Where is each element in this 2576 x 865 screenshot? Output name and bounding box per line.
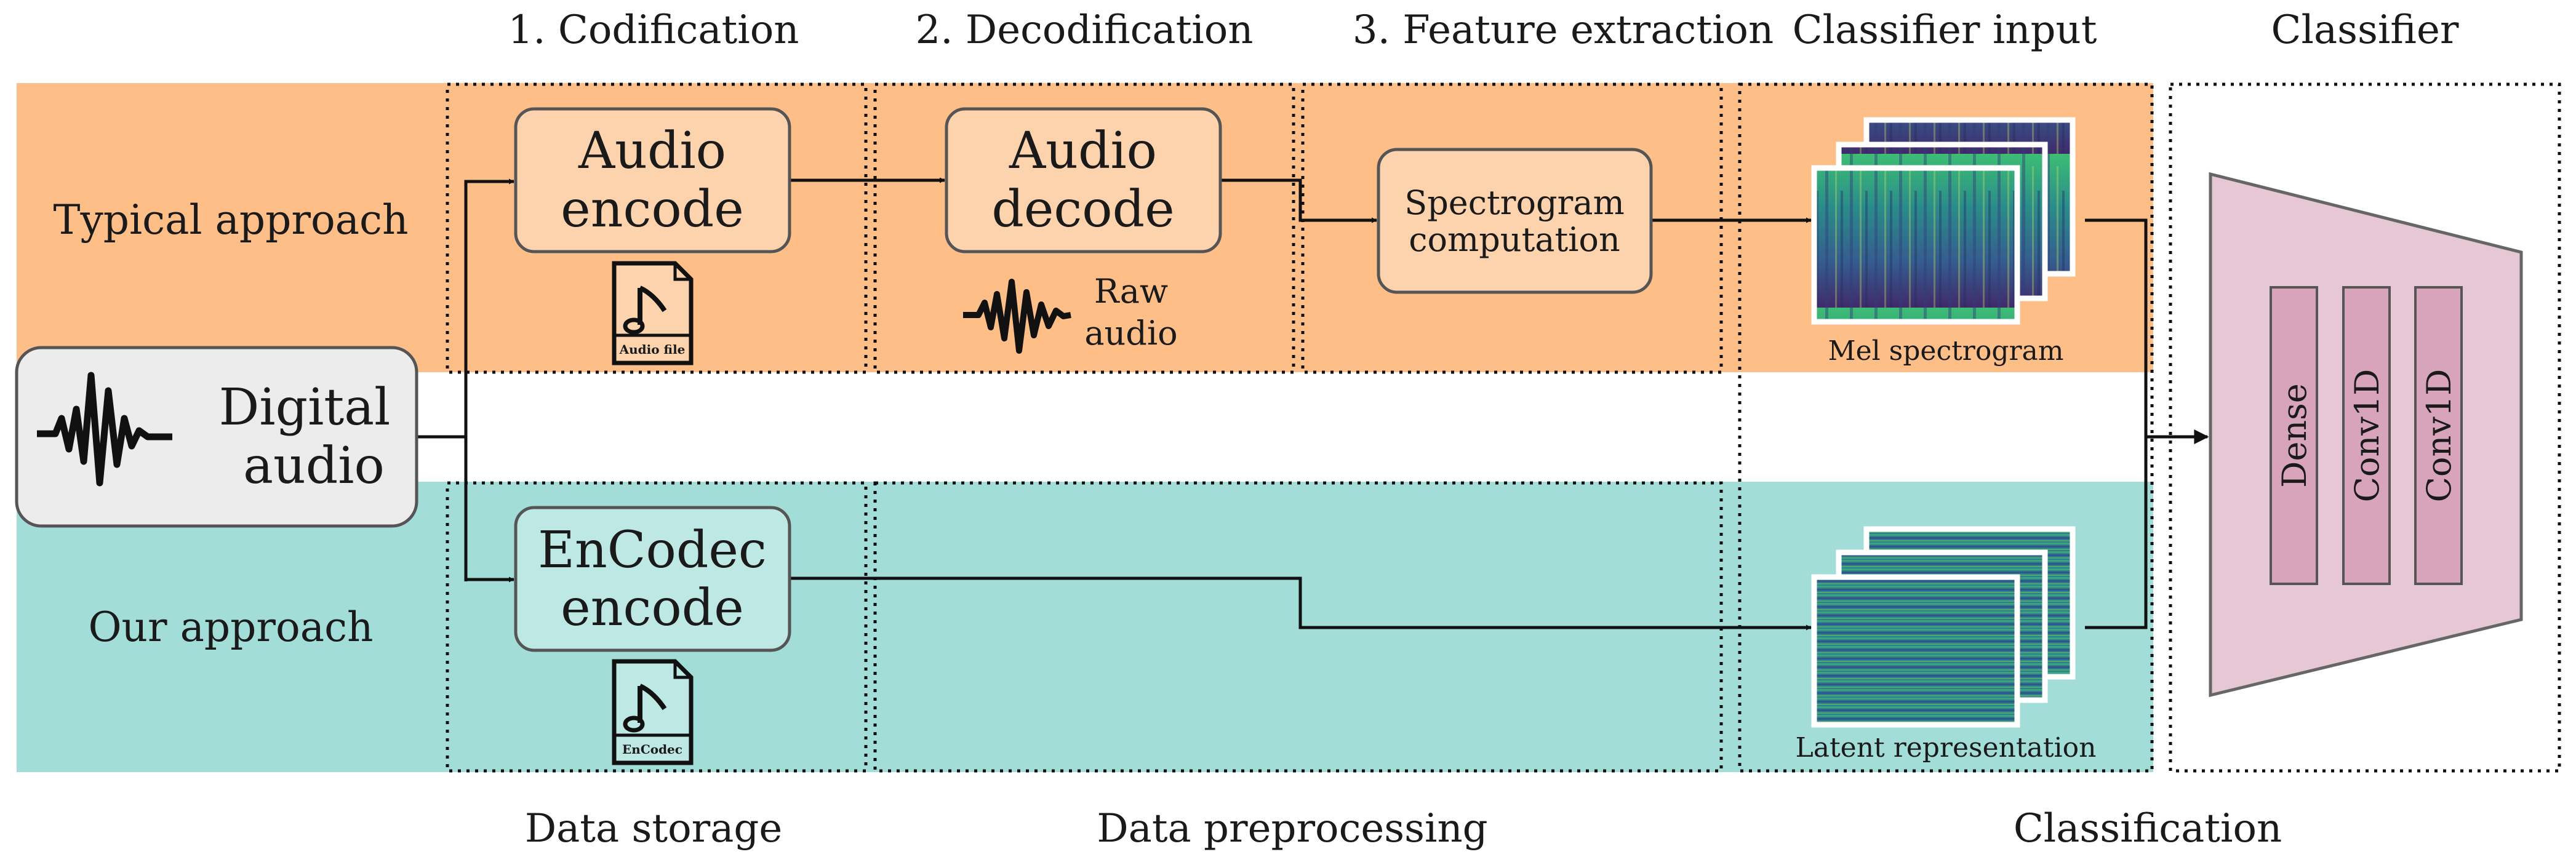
encodec-encode-line2: encode xyxy=(561,579,744,637)
mel-to-classifier xyxy=(2085,218,2148,437)
latent-front-image xyxy=(1811,574,2020,728)
group-classification: Classification xyxy=(2014,806,2282,851)
audio-encode-line1: Audio xyxy=(578,122,726,180)
conv1d-layer-2-label: Conv1D xyxy=(2420,369,2458,503)
conv1d-layer-2 xyxy=(2414,286,2463,585)
latent-caption: Latent representation xyxy=(1796,732,2097,763)
encodec-encode-rect xyxy=(514,506,791,652)
decode-to-spectrogram xyxy=(1220,178,1377,223)
raw-audio: Raw audio xyxy=(963,272,1178,354)
frame-classifier-input xyxy=(1738,82,2154,773)
latent-representation-stack: Latent representation xyxy=(1796,526,2097,763)
header-classifier-input: Classifier input xyxy=(1793,7,2097,53)
to-encodec-encode xyxy=(464,437,514,583)
audio-encode-rect xyxy=(514,107,791,253)
header-decodification: 2. Decodification xyxy=(915,7,1253,53)
frame-preproc-bottom xyxy=(873,481,1723,773)
spectrogram-rect xyxy=(1377,148,1653,294)
spectrogram-line2: computation xyxy=(1409,220,1620,259)
encodec-file-label: EnCodec xyxy=(622,742,682,757)
audio-encode-box: Audio encode xyxy=(514,107,791,253)
stage-frames xyxy=(446,82,2561,773)
waveform-icon xyxy=(37,372,172,487)
audio-decode-rect xyxy=(945,107,1222,253)
encodec-to-latent xyxy=(790,576,1812,631)
encodec-encode-line1: EnCodec xyxy=(538,521,767,580)
dense-layer xyxy=(2270,286,2318,585)
row-typical-label: Typical approach xyxy=(53,196,408,244)
frame-classifier xyxy=(2169,82,2561,773)
audio-decode-line2: decode xyxy=(991,180,1174,239)
spectrogram-box: Spectrogram computation xyxy=(1377,148,1653,294)
header-codification: 1. Codification xyxy=(508,7,799,53)
audio-decode-box: Audio decode xyxy=(945,107,1222,253)
frame-storage-bottom xyxy=(446,481,868,773)
audio-encode-line2: encode xyxy=(561,180,744,239)
frame-feature-top xyxy=(1301,82,1723,374)
classifier: Dense Conv1D Conv1D xyxy=(2209,172,2523,698)
audio-file-label: Audio file xyxy=(619,342,686,357)
frame-storage-top xyxy=(446,82,868,374)
mel-spectrogram-stack: Mel spectrogram xyxy=(1811,117,2076,367)
header-classifier: Classifier xyxy=(2271,7,2459,53)
encodec-file-icon: EnCodec xyxy=(612,659,694,765)
mel-front-image xyxy=(1811,165,2020,325)
connectors xyxy=(417,177,2209,631)
group-data-preprocessing: Data preprocessing xyxy=(1097,806,1487,851)
frame-decode-top xyxy=(873,82,1295,374)
conv1d-layer-1 xyxy=(2342,286,2391,585)
mel-caption: Mel spectrogram xyxy=(1828,335,2064,367)
latent-to-classifier xyxy=(2085,437,2148,629)
input-label-line1: Digital xyxy=(219,378,391,437)
group-data-storage: Data storage xyxy=(525,806,782,851)
raw-audio-line2: audio xyxy=(1084,314,1177,353)
header-feature-extraction: 3. Feature extraction xyxy=(1353,7,1774,53)
audio-decode-line1: Audio xyxy=(1009,122,1157,180)
row-ours-label: Our approach xyxy=(88,604,373,651)
spectrogram-line1: Spectrogram xyxy=(1404,183,1625,222)
raw-audio-line1: Raw xyxy=(1094,272,1168,311)
encodec-encode-box: EnCodec encode xyxy=(514,506,791,652)
input-label-line2: audio xyxy=(243,437,385,495)
digital-audio-input: Digital audio xyxy=(15,346,418,528)
input-box xyxy=(15,346,418,528)
conv1d-layer-1-label: Conv1D xyxy=(2348,369,2386,503)
dense-layer-label: Dense xyxy=(2275,383,2314,488)
audio-file-icon: Audio file xyxy=(612,261,694,365)
raw-waveform-icon xyxy=(963,279,1071,354)
